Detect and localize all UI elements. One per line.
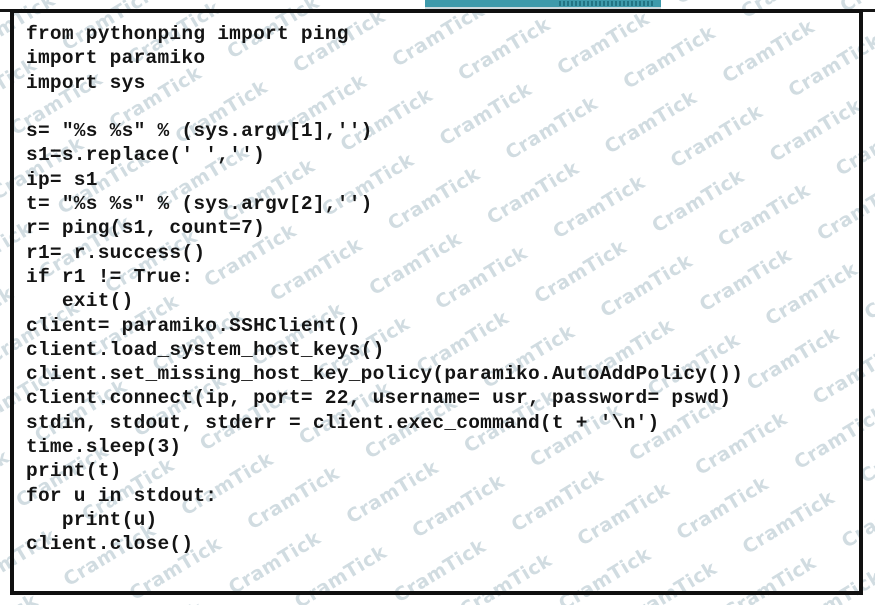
code-line: client= paramiko.SSHClient() <box>26 314 361 337</box>
code-line: t= "%s %s" % (sys.argv[2],'') <box>26 193 373 216</box>
code-line: client.set_missing_host_key_policy(param… <box>26 363 744 386</box>
code-line: from pythonping import ping <box>26 23 349 45</box>
code-line: client.load_system_host_keys() <box>26 338 385 361</box>
code-line: exit() <box>26 290 134 313</box>
top-teal-bar-dots <box>559 1 655 6</box>
code-line: import sys <box>26 71 146 94</box>
code-line <box>26 95 743 119</box>
code-line: for u in stdout: <box>26 484 218 507</box>
code-line: r= ping(s1, count=7) <box>26 217 266 240</box>
code-line: if r1 != True: <box>26 265 194 288</box>
code-line: print(u) <box>26 508 158 531</box>
code-line: r1= r.success() <box>26 241 206 264</box>
code-line: import paramiko <box>26 47 206 70</box>
code-line: print(t) <box>26 460 122 483</box>
code-line: client.close() <box>26 533 194 556</box>
code-line: client.connect(ip, port= 22, username= u… <box>26 387 732 410</box>
code-line: s= "%s %s" % (sys.argv[1],'') <box>26 120 373 143</box>
code-line: stdin, stdout, stderr = client.exec_comm… <box>26 411 660 434</box>
code-frame <box>10 9 863 595</box>
top-teal-bar-fill <box>425 0 661 7</box>
code-line: s1=s.replace(' ','') <box>26 144 266 167</box>
code-line: ip= s1 <box>26 168 98 191</box>
code-line: time.sleep(3) <box>26 436 182 459</box>
